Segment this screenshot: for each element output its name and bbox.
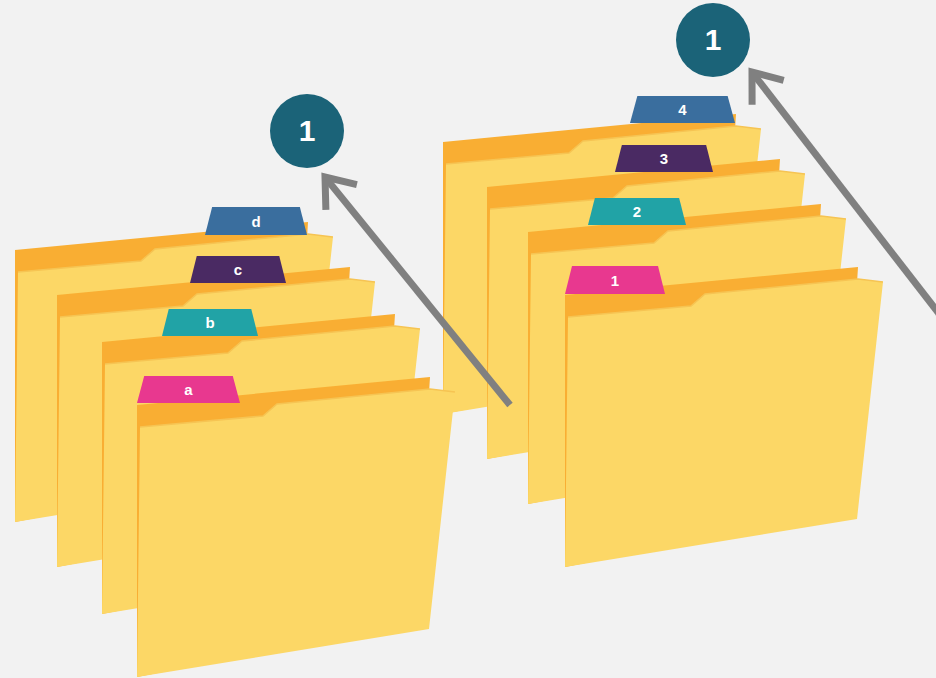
- tab-label: 1: [611, 273, 619, 288]
- folder-tab: a: [137, 376, 240, 403]
- tab-label: a: [184, 382, 192, 397]
- leader-arrow: [325, 72, 936, 405]
- callout-number: 1: [299, 116, 316, 146]
- arrow-head: [752, 72, 784, 105]
- callout-circle: 1: [270, 94, 344, 168]
- folder-tab: 3: [615, 145, 713, 172]
- folder-tab: d: [205, 207, 307, 235]
- folder-tab: c: [190, 256, 286, 283]
- callout-number: 1: [705, 25, 722, 55]
- folder-tab: b: [162, 309, 258, 336]
- folder-tab: 4: [630, 96, 735, 123]
- tab-label: b: [205, 315, 214, 330]
- tab-label: 4: [678, 102, 686, 117]
- tab-label: c: [234, 262, 242, 277]
- leader-line: [328, 180, 511, 405]
- tab-label: 2: [633, 204, 641, 219]
- folder: [137, 377, 455, 677]
- folder-tab: 2: [588, 198, 686, 225]
- leader-line: [754, 75, 936, 315]
- arrow-head: [325, 177, 357, 210]
- callout-circle: 1: [676, 3, 750, 77]
- folder: [565, 267, 883, 567]
- tab-label: 3: [660, 151, 668, 166]
- tab-label: d: [251, 214, 260, 229]
- folder-tab: 1: [565, 266, 665, 294]
